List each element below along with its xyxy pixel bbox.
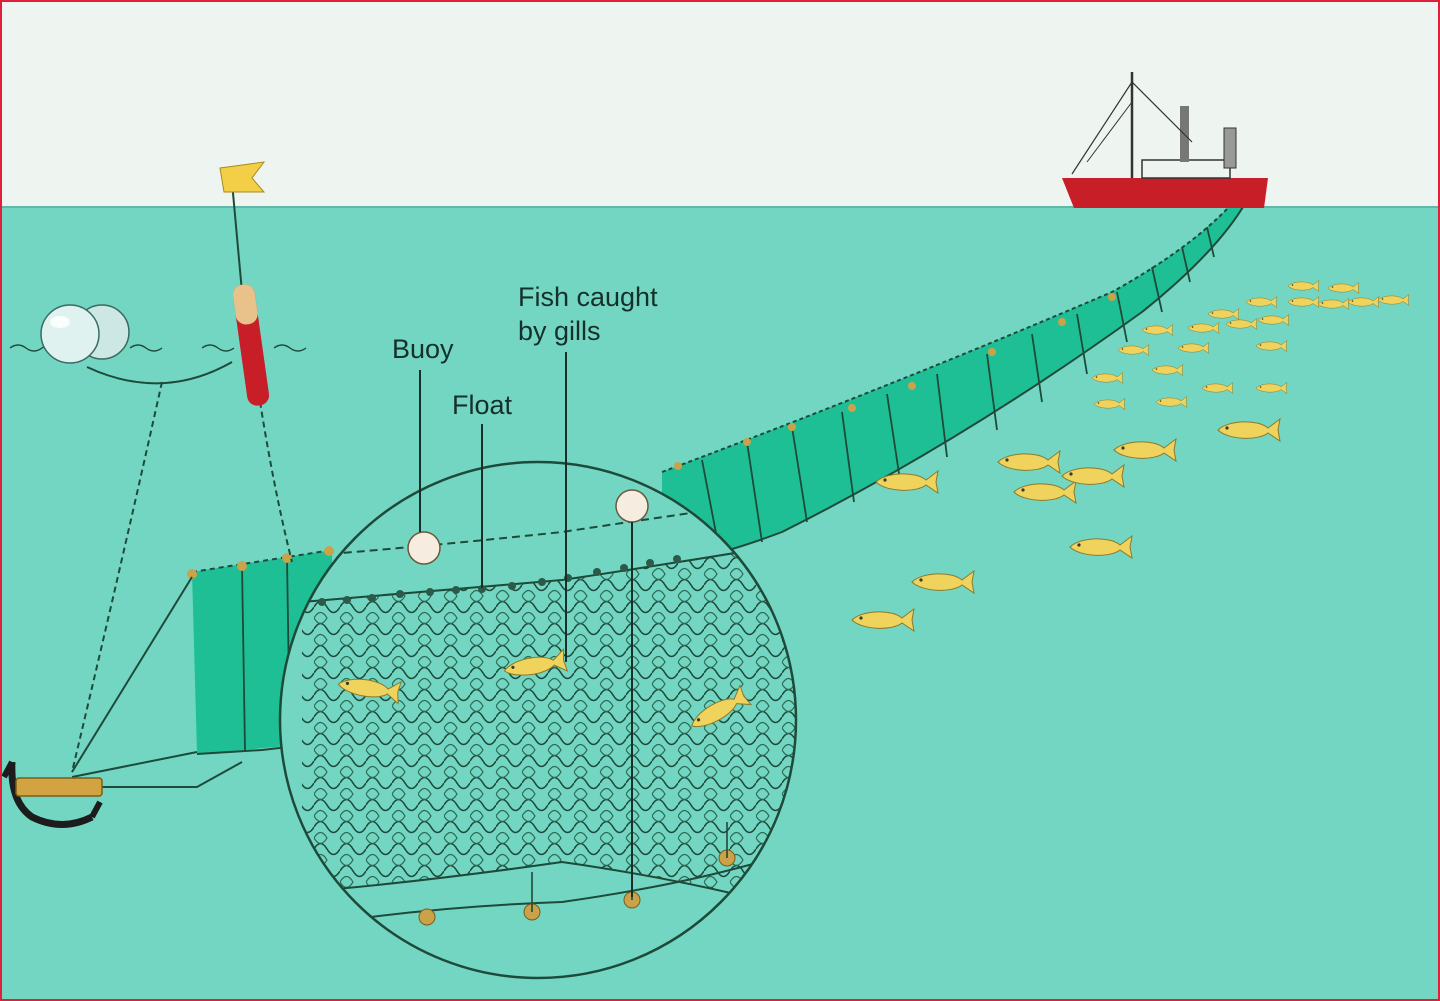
callout-lines [419, 352, 633, 897]
label-float: Float [452, 390, 513, 420]
flag-icon [219, 161, 266, 193]
label-fish-caught-line1: Fish caught [518, 282, 658, 312]
buoy-icon [407, 531, 441, 565]
buoy-icon [615, 489, 649, 523]
label-fish-caught-line2: by gills [518, 316, 601, 346]
gillnet-curtain [661, 191, 1247, 563]
anchor-icon [2, 760, 103, 828]
magnified-view [278, 460, 798, 980]
label-buoy: Buoy [392, 334, 454, 364]
surface-float-icon [40, 304, 130, 364]
marker-buoy-icon [232, 284, 270, 406]
mooring-ropes [71, 181, 293, 788]
surface-ripples [9, 344, 307, 352]
ship-icon [1062, 72, 1268, 208]
